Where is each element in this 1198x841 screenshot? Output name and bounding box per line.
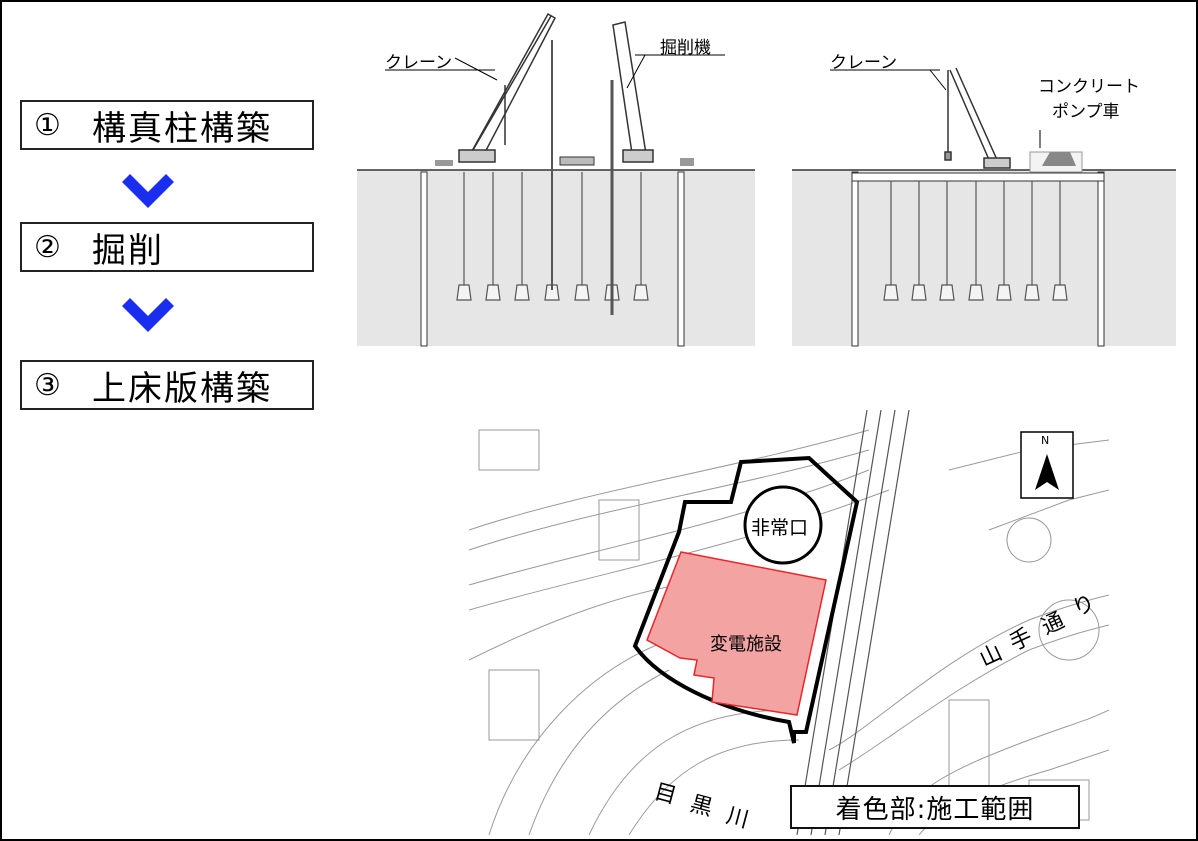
step-3-number: ③ <box>34 367 61 403</box>
legend-label: 着色部:施工範囲 <box>790 785 1080 829</box>
step-3-label: 上床版構築 <box>92 368 272 409</box>
pump-label-line1: コンクリート <box>1038 77 1140 97</box>
step-2-box: ② 掘削 <box>20 222 314 272</box>
excavator-label: 掘削機 <box>660 38 711 58</box>
down-arrow-icon <box>122 298 174 332</box>
step-2-label: 掘削 <box>92 230 164 271</box>
north-label: N <box>1041 434 1050 447</box>
step-1-label: 構真柱構築 <box>92 108 272 149</box>
site-map: 非常口 変電施設 N 山 手 通 り 目 黒 川 <box>469 410 1109 835</box>
crane-label: クレーン <box>385 53 453 73</box>
emergency-exit-label: 非常口 <box>751 517 809 539</box>
down-arrow-icon <box>122 174 174 208</box>
step-3-box: ③ 上床版構築 <box>20 360 314 410</box>
step-1-box: ① 構真柱構築 <box>20 100 314 150</box>
step-2-number: ② <box>34 229 61 265</box>
substation-label: 変電施設 <box>710 634 782 655</box>
step-1-number: ① <box>34 107 61 143</box>
section-diagram-excavation: クレーン 掘削機 <box>355 0 760 350</box>
crane-label: クレーン <box>830 53 898 73</box>
section-diagram-slab: クレーン コンクリート ポンプ車 <box>790 40 1180 350</box>
pump-label-line2: ポンプ車 <box>1052 102 1120 122</box>
